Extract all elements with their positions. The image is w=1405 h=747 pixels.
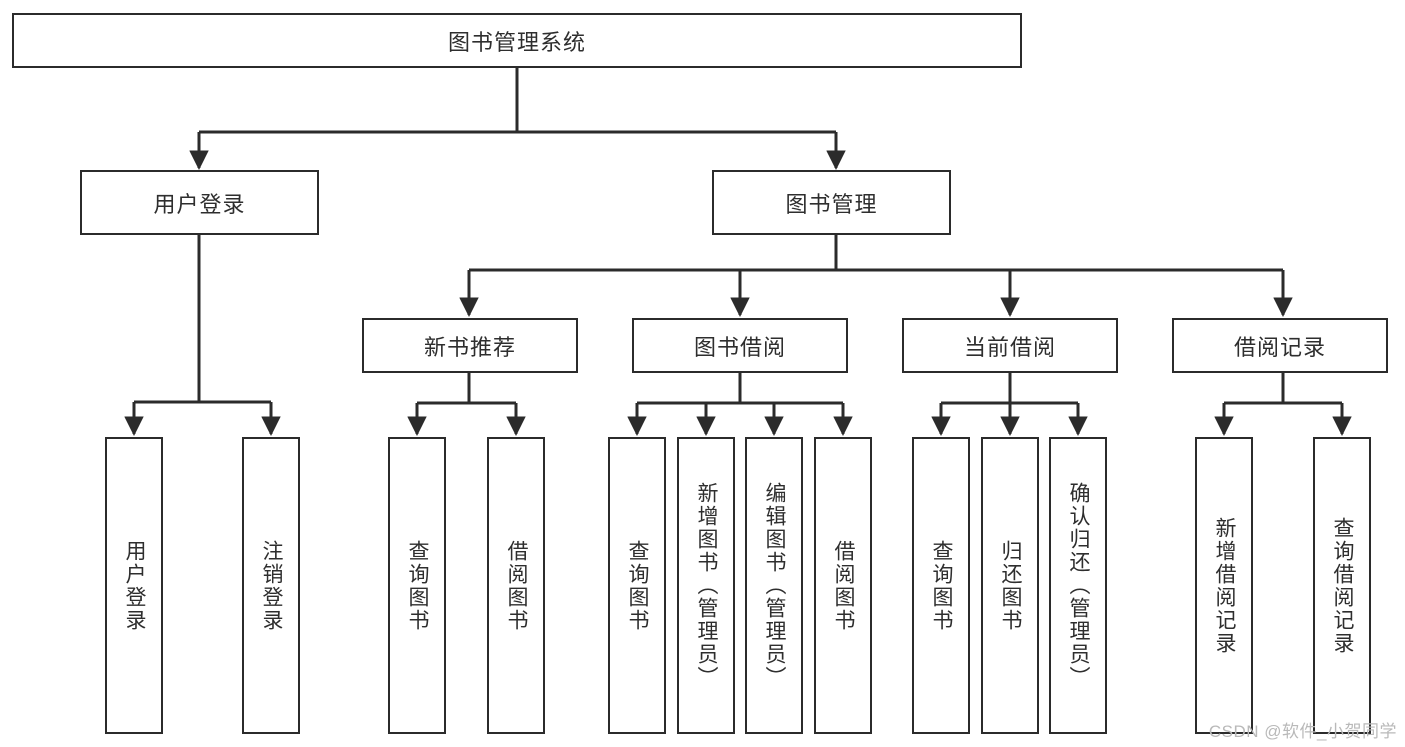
leaf-user-login-signout-label: 注销登录 <box>260 539 284 632</box>
node-current-borrow-label: 当前借阅 <box>963 334 1056 360</box>
leaf-record-query-record-label: 查询借阅记录 <box>1331 516 1355 655</box>
node-user-login[interactable]: 用户登录 <box>80 170 319 235</box>
node-book-management-label: 图书管理 <box>785 191 878 217</box>
node-user-login-label: 用户登录 <box>153 191 246 217</box>
node-root-book-management-system[interactable]: 图书管理系统 <box>12 13 1022 68</box>
node-borrow-record[interactable]: 借阅记录 <box>1172 318 1388 373</box>
leaf-current-return-book[interactable]: 归还图书 <box>981 437 1039 734</box>
leaf-record-add-record[interactable]: 新增借阅记录 <box>1195 437 1253 734</box>
leaf-new-book-query-label: 查询图书 <box>406 539 430 632</box>
leaf-borrow-edit-book-admin-label: 编辑图书（管理员） <box>763 482 787 689</box>
leaf-new-book-borrow-label: 借阅图书 <box>505 539 529 632</box>
leaf-borrow-add-book-admin-label: 新增图书（管理员） <box>695 482 719 689</box>
leaf-record-query-record[interactable]: 查询借阅记录 <box>1313 437 1371 734</box>
leaf-current-return-book-label: 归还图书 <box>999 539 1023 632</box>
node-book-borrow-label: 图书借阅 <box>693 334 786 360</box>
leaf-borrow-query-book[interactable]: 查询图书 <box>608 437 666 734</box>
leaf-record-add-record-label: 新增借阅记录 <box>1213 516 1237 655</box>
node-book-borrow[interactable]: 图书借阅 <box>632 318 848 373</box>
leaf-current-confirm-return-admin[interactable]: 确认归还（管理员） <box>1049 437 1107 734</box>
leaf-borrow-add-book-admin[interactable]: 新增图书（管理员） <box>677 437 735 734</box>
leaf-new-book-query[interactable]: 查询图书 <box>388 437 446 734</box>
leaf-borrow-borrow-book-label: 借阅图书 <box>832 539 856 632</box>
leaf-user-login-signin[interactable]: 用户登录 <box>105 437 163 734</box>
leaf-current-query-book-label: 查询图书 <box>930 539 954 632</box>
leaf-borrow-query-book-label: 查询图书 <box>626 539 650 632</box>
node-new-book-recommend[interactable]: 新书推荐 <box>362 318 578 373</box>
leaf-current-confirm-return-admin-label: 确认归还（管理员） <box>1067 482 1091 689</box>
node-book-management[interactable]: 图书管理 <box>712 170 951 235</box>
leaf-user-login-signout[interactable]: 注销登录 <box>242 437 300 734</box>
node-borrow-record-label: 借阅记录 <box>1233 334 1326 360</box>
leaf-borrow-edit-book-admin[interactable]: 编辑图书（管理员） <box>745 437 803 734</box>
node-current-borrow[interactable]: 当前借阅 <box>902 318 1118 373</box>
node-root-label: 图书管理系统 <box>447 29 586 55</box>
node-new-book-recommend-label: 新书推荐 <box>423 334 516 360</box>
leaf-borrow-borrow-book[interactable]: 借阅图书 <box>814 437 872 734</box>
leaf-user-login-signin-label: 用户登录 <box>123 539 147 632</box>
leaf-current-query-book[interactable]: 查询图书 <box>912 437 970 734</box>
leaf-new-book-borrow[interactable]: 借阅图书 <box>487 437 545 734</box>
